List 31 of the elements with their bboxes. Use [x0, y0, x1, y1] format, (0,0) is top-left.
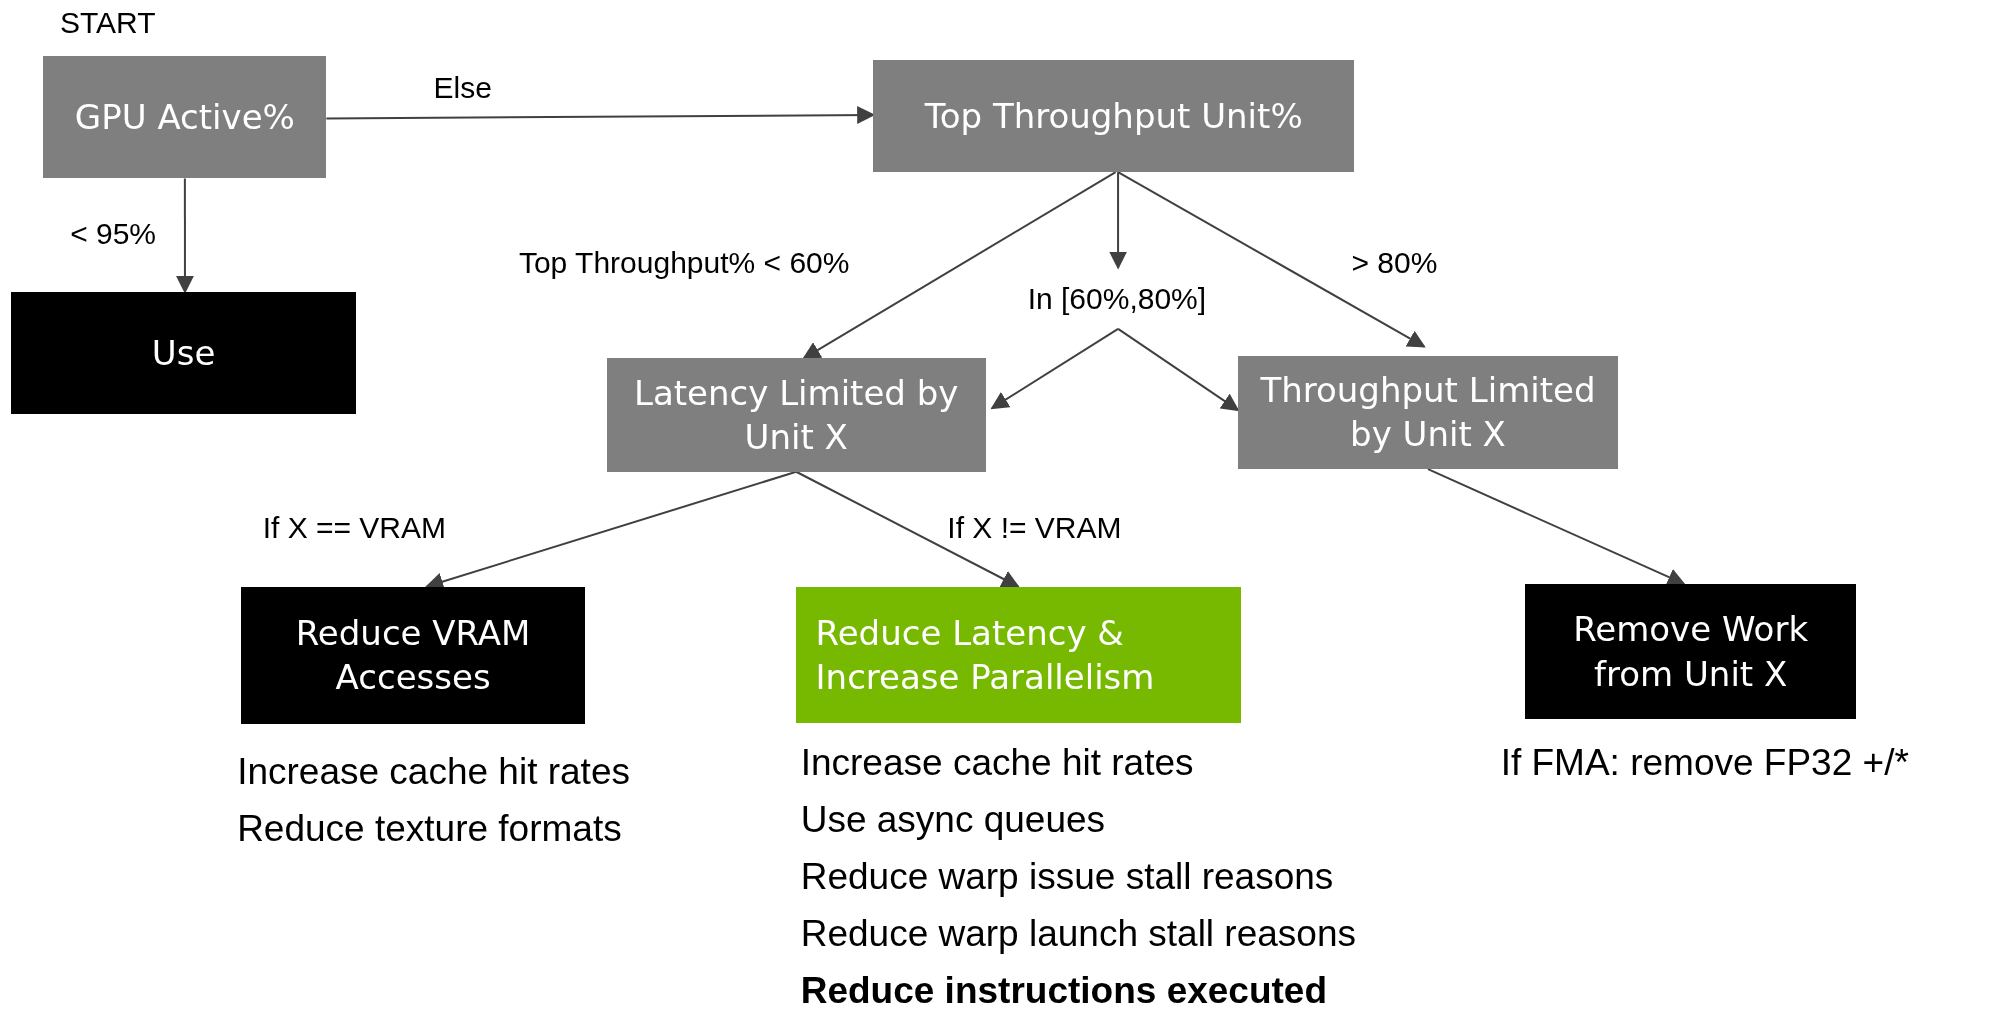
arrow: [795, 470, 1020, 588]
action-box: Remove Work from Unit X: [1524, 583, 1857, 720]
start-label: START: [59, 4, 156, 41]
action-box: Use: [11, 291, 356, 415]
edge-label: Else: [433, 71, 492, 106]
arrow: [990, 327, 1120, 410]
note-text: Use async queues: [800, 798, 1106, 843]
edge-label: If X != VRAM: [947, 511, 1122, 546]
process-box: Top Throughput Unit%: [873, 59, 1355, 173]
arrow: [1427, 468, 1686, 586]
edge-label: If X == VRAM: [262, 511, 447, 546]
note-text: Increase cache hit rates: [237, 750, 630, 795]
note-text: Reduce warp launch stall reasons: [800, 912, 1356, 957]
highlight-box: Reduce Latency & Increase Parallelism: [795, 586, 1241, 723]
note-text: Reduce warp issue stall reasons: [800, 855, 1334, 900]
process-box: GPU Active%: [43, 56, 327, 179]
edge-label: < 95%: [70, 216, 157, 251]
arrow: [1117, 327, 1240, 412]
process-box: Latency Limited by Unit X: [606, 358, 986, 472]
edge-label: > 80%: [1351, 246, 1438, 281]
arrow: [1117, 171, 1426, 348]
note-text: Increase cache hit rates: [800, 741, 1194, 786]
process-box: Throughput Limited by Unit X: [1238, 355, 1618, 470]
arrow: [1109, 171, 1128, 270]
arrow: [802, 171, 1117, 360]
note-text: Reduce instructions executed: [800, 969, 1328, 1010]
note-text: Reduce texture formats: [237, 807, 622, 852]
note-text: If FMA: remove FP32 +/*: [1500, 741, 1909, 786]
edge-label: Top Throughput% < 60%: [518, 246, 850, 281]
action-box: Reduce VRAM Accesses: [240, 586, 586, 725]
arrow: [175, 177, 194, 294]
